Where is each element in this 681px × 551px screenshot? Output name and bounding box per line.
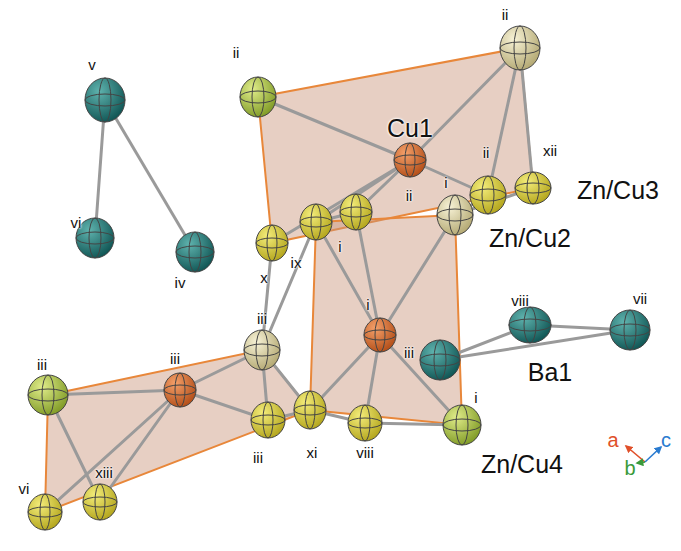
symmetry-code: x (260, 270, 268, 285)
atom-label: Zn/Cu2 (489, 226, 571, 251)
polyhedron (45, 48, 533, 512)
symmetry-code: iii (37, 357, 47, 372)
symmetry-code: iv (175, 275, 186, 290)
symmetry-code: vi (19, 481, 30, 496)
symmetry-code: xi (307, 445, 318, 460)
atom-label: Zn/Cu3 (577, 178, 659, 203)
symmetry-code: i (444, 175, 447, 190)
symmetry-code: viii (356, 445, 374, 460)
symmetry-code: i (366, 297, 369, 312)
symmetry-code: ii (233, 45, 240, 60)
axis-label: a (607, 430, 618, 450)
symmetry-code: ii (502, 7, 509, 22)
symmetry-code: iii (404, 345, 414, 360)
symmetry-code: ii (406, 188, 413, 203)
symmetry-code: xii (543, 143, 557, 158)
symmetry-code: v (88, 57, 96, 72)
atom-label: Cu1 (387, 116, 433, 141)
symmetry-code: viii (511, 293, 529, 308)
symmetry-code: iii (257, 311, 267, 326)
symmetry-code: ix (291, 255, 302, 270)
symmetry-code: xiii (95, 465, 113, 480)
symmetry-code: iii (170, 351, 180, 366)
axis-label: c (661, 430, 671, 450)
symmetry-code: i (474, 390, 477, 405)
atom-label: Zn/Cu4 (481, 452, 563, 477)
bonds (45, 48, 630, 512)
symmetry-code: vii (633, 291, 647, 306)
atoms (28, 26, 650, 530)
atom-label: Ba1 (528, 360, 572, 385)
symmetry-code: iii (253, 450, 263, 465)
symmetry-code: ii (483, 145, 490, 160)
symmetry-code: i (338, 239, 341, 254)
symmetry-code: vi (71, 215, 82, 230)
axis-label: b (624, 458, 635, 478)
